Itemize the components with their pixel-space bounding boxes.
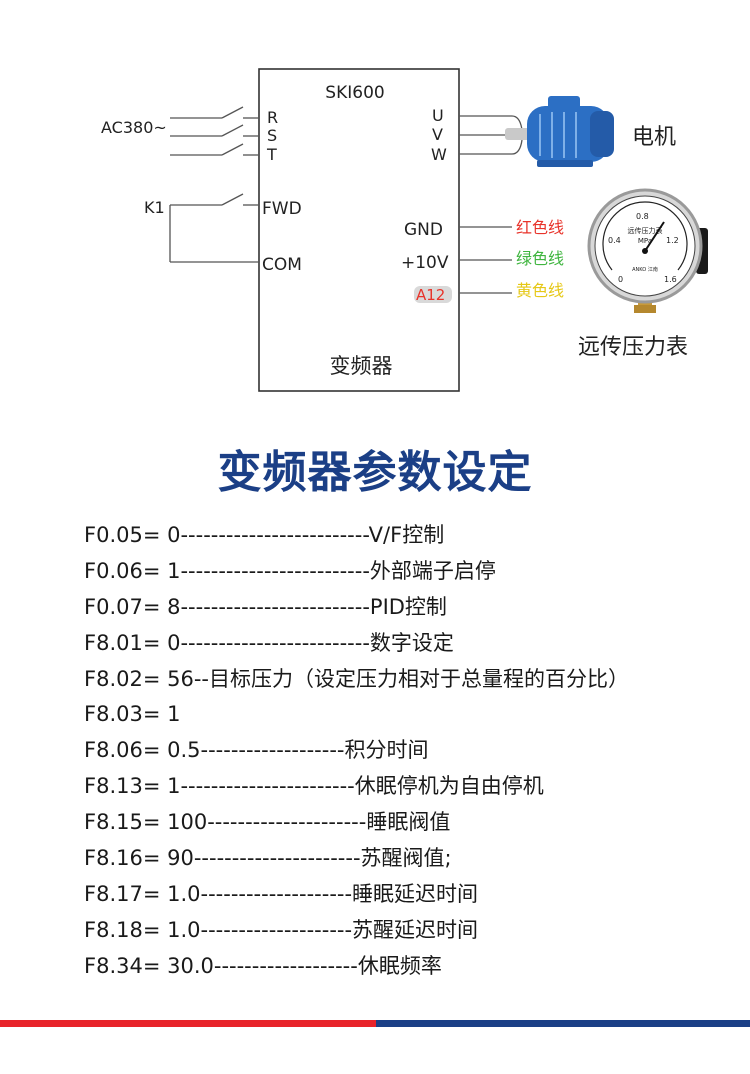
wire-green-label: 绿色线 xyxy=(516,249,564,268)
terminal-u: U xyxy=(432,106,444,125)
wire-red-label: 红色线 xyxy=(516,218,564,237)
inverter-name: 变频器 xyxy=(330,354,393,378)
wire-yellow-label: 黄色线 xyxy=(516,281,564,300)
terminal-gnd: GND xyxy=(404,220,443,240)
k1-circuit xyxy=(169,193,259,263)
a12-highlight xyxy=(414,286,452,303)
gauge-wires xyxy=(459,226,512,294)
gauge-tick-0: 0 xyxy=(618,275,623,284)
pressure-gauge-icon: 远传压力表 MPa 0 0.4 0.8 1.2 1.6 ANKO 江南 xyxy=(587,188,708,313)
terminal-a12: A12 xyxy=(416,286,445,304)
terminal-v: V xyxy=(432,125,443,144)
parameter-list: F0.05= 0-------------------------V/F控制 F… xyxy=(84,518,734,985)
terminal-10v: +10V xyxy=(401,253,449,273)
param-row: F8.34= 30.0-------------------休眠频率 xyxy=(84,953,442,978)
terminal-w: W xyxy=(431,145,447,164)
gauge-face-title: 远传压力表 xyxy=(628,226,663,235)
param-row: F8.13= 1-----------------------休眠停机为自由停机 xyxy=(84,774,544,799)
footer-bar-blue xyxy=(376,1020,750,1027)
terminal-t: T xyxy=(266,145,277,164)
param-row: F0.05= 0-------------------------V/F控制 xyxy=(84,523,445,547)
section-title: 变频器参数设定 xyxy=(217,447,533,498)
inverter-model: SKI600 xyxy=(325,83,384,103)
terminal-r: R xyxy=(267,108,278,127)
diagram-svg: SKI600 变频器 AC380~ R S T U V W xyxy=(101,68,708,392)
param-row: F8.18= 1.0--------------------苏醒延迟时间 xyxy=(84,917,479,942)
param-row: F8.06= 0.5-------------------积分时间 xyxy=(84,738,429,763)
param-row: F8.15= 100---------------------睡眠阀值 xyxy=(84,810,451,835)
terminal-s: S xyxy=(267,126,277,145)
gauge-tick-2: 0.8 xyxy=(636,212,649,221)
param-row: F8.17= 1.0--------------------睡眠延迟时间 xyxy=(84,881,479,906)
gauge-tick-3: 1.2 xyxy=(666,236,679,245)
gauge-face-unit: MPa xyxy=(638,237,652,245)
footer-bar-red xyxy=(0,1020,376,1027)
param-row: F0.06= 1-------------------------外部端子启停 xyxy=(84,558,496,583)
power-input-lines xyxy=(170,106,259,156)
gauge-label: 远传压力表 xyxy=(578,335,688,360)
inverter-box xyxy=(258,68,460,392)
param-row: F8.02= 56--目标压力（设定压力相对于总量程的百分比） xyxy=(84,666,629,691)
power-label: AC380~ xyxy=(101,118,167,137)
terminal-com: COM xyxy=(262,255,302,275)
gauge-tick-1: 0.4 xyxy=(608,236,621,245)
terminal-fwd: FWD xyxy=(262,199,302,219)
param-row: F8.16= 90----------------------苏醒阀值; xyxy=(84,846,452,871)
gauge-brand: ANKO 江南 xyxy=(632,266,658,273)
gauge-tick-4: 1.6 xyxy=(664,275,677,284)
param-row: F8.01= 0-------------------------数字设定 xyxy=(84,630,454,655)
motor-icon xyxy=(505,96,614,167)
motor-wires xyxy=(459,115,523,155)
motor-label: 电机 xyxy=(632,125,676,150)
k1-label: K1 xyxy=(144,198,165,217)
param-row: F0.07= 8-------------------------PID控制 xyxy=(84,594,447,619)
param-row: F8.03= 1 xyxy=(84,702,181,727)
